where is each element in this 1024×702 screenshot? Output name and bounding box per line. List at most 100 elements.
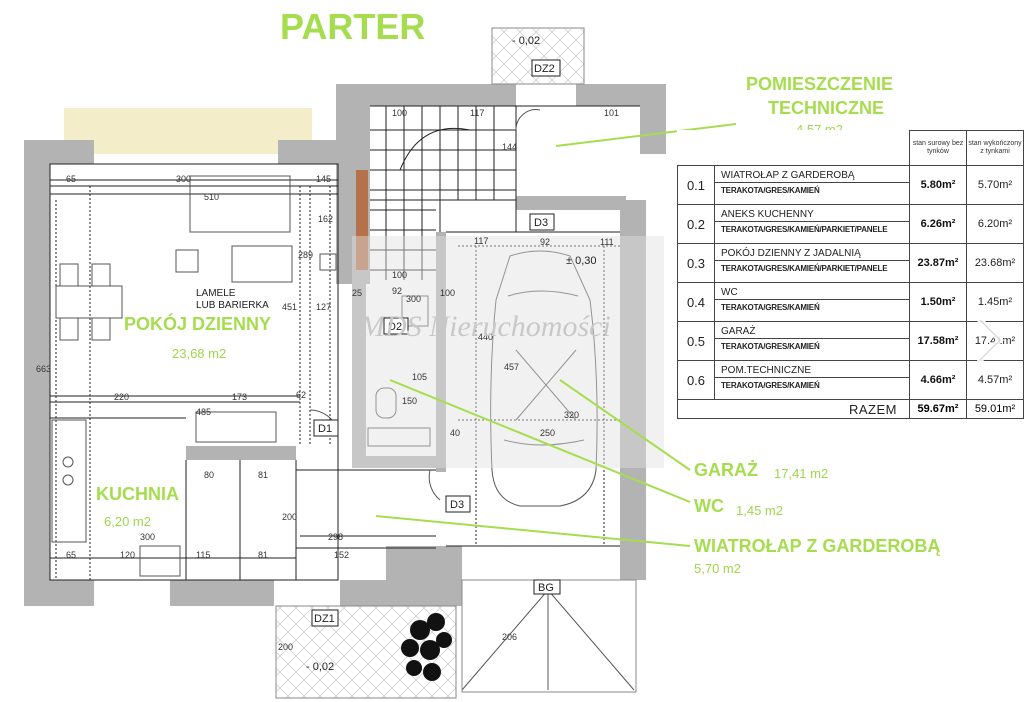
plant-icon: [401, 613, 452, 681]
dimension-label: 152: [334, 550, 349, 560]
row-number: 0.1: [677, 165, 715, 205]
row-raw-area: 4.66m²: [909, 360, 967, 400]
door-label: D3: [534, 217, 548, 229]
dimension-label: 40: [450, 428, 460, 438]
walls: [24, 84, 666, 606]
watermark-box: [352, 236, 664, 468]
dimension-label: 145: [316, 174, 331, 184]
dimension-label: 100: [440, 288, 455, 298]
dimension-label: 162: [318, 214, 333, 224]
dimension-label: 120: [120, 550, 135, 560]
room-wc-name: WC: [694, 496, 724, 516]
dimension-label: 320: [564, 410, 579, 420]
total-label: RAZEM: [677, 399, 910, 419]
row-name-cell: WIATROŁAP Z GARDEROBĄ TERAKOTA/GRES/KAMIE…: [714, 165, 910, 205]
total-raw: 59.67m²: [909, 399, 967, 419]
door-label: D2: [388, 321, 402, 333]
row-material: TERAKOTA/GRES/KAMIEŃ/PARKIET/PANELE: [721, 264, 888, 273]
room-garage-name: GARAŻ: [694, 460, 758, 480]
chevron-right-icon: [977, 317, 1005, 363]
row-room-name: WIATROŁAP Z GARDEROBĄ: [715, 166, 909, 183]
room-wc-area: 1,45 m2: [736, 503, 783, 518]
row-name-cell: ANEKS KUCHENNY TERAKOTA/GRES/KAMIEŃ/PARKI…: [714, 204, 910, 244]
row-raw-area: 1.50m²: [909, 282, 967, 322]
room-area-table: stan surowy bez tynków stan wykończony z…: [677, 130, 1024, 419]
plan-title: PARTER: [280, 6, 426, 47]
dimension-label: 62: [296, 390, 306, 400]
door-label: BG: [538, 582, 554, 594]
dimension-label: 663: [36, 364, 51, 374]
row-number: 0.6: [677, 360, 715, 400]
next-image-button[interactable]: [968, 310, 1014, 370]
note-line1: LAMELE: [196, 288, 236, 299]
dimension-label: 65: [66, 550, 76, 560]
room-entry-area: 5,70 m2: [694, 561, 741, 576]
dimension-label: 92: [540, 237, 550, 247]
row-room-name: POKÓJ DZIENNY Z JADALNIĄ: [715, 244, 909, 261]
row-finished-area: 6.20m²: [966, 204, 1024, 244]
dimension-label: 81: [258, 550, 268, 560]
garage-drive: [461, 579, 637, 693]
interior-lines: [49, 105, 640, 581]
terrace: [64, 108, 312, 154]
row-raw-area: 6.26m²: [909, 204, 967, 244]
dimension-label: 510: [204, 192, 219, 202]
door-label: DZ2: [534, 63, 555, 75]
dimension-label: 300: [406, 294, 421, 304]
row-room-name: ANEKS KUCHENNY: [715, 205, 909, 222]
row-number: 0.3: [677, 243, 715, 283]
row-raw-area: 23.87m²: [909, 243, 967, 283]
dimension-label: 457: [504, 362, 519, 372]
header-raw: stan surowy bez tynków: [909, 130, 967, 166]
dimension-label: 200: [278, 642, 293, 652]
dimension-label: 127: [316, 302, 331, 312]
dimension-label: 117: [470, 108, 484, 118]
dimension-label: 100: [392, 108, 407, 118]
row-raw-area: 17.58m²: [909, 321, 967, 361]
level-mark: - 0,02: [512, 35, 540, 47]
door-labels: D1 D2 D3 D3 DZ1 DZ2 BG - 0,02 - 0,02 ± 0…: [196, 35, 597, 673]
dimension-label: 300: [140, 532, 155, 542]
dimension-label: 101: [604, 108, 619, 118]
dimension-label: 298: [328, 532, 343, 542]
dimension-label: 451: [282, 302, 297, 312]
dimension-label: 117: [474, 236, 488, 246]
level-mark: ± 0,30: [566, 255, 597, 267]
row-finished-area: 5.70m²: [966, 165, 1024, 205]
dimension-label: 81: [258, 470, 268, 480]
dimension-label: 25: [352, 288, 362, 298]
dimension-label: 100: [392, 270, 407, 280]
dimension-label: 65: [66, 174, 76, 184]
stair-rail: [356, 170, 368, 270]
row-material: TERAKOTA/GRES/KAMIEŃ: [721, 342, 820, 351]
door-label: DZ1: [314, 613, 335, 625]
row-raw-area: 5.80m²: [909, 165, 967, 205]
dimension-label: 173: [232, 392, 247, 402]
dimension-label: 289: [298, 250, 313, 260]
leader-lines: [375, 123, 737, 547]
row-room-name: WC: [715, 283, 909, 300]
row-room-name: POM.TECHNICZNE: [715, 361, 909, 378]
room-kitchen-area: 6,20 m2: [104, 514, 151, 529]
row-number: 0.2: [677, 204, 715, 244]
row-number: 0.5: [677, 321, 715, 361]
row-finished-area: 23.68m²: [966, 243, 1024, 283]
dimension-label: 300: [176, 174, 191, 184]
row-material: TERAKOTA/GRES/KAMIEŃ: [721, 186, 820, 195]
row-name-cell: POKÓJ DZIENNY Z JADALNIĄ TERAKOTA/GRES/KA…: [714, 243, 910, 283]
room-kitchen-name: KUCHNIA: [96, 484, 179, 504]
dimension-label: 111: [600, 237, 614, 247]
dimension-label: 250: [540, 428, 555, 438]
row-material: TERAKOTA/GRES/KAMIEŃ/PARKIET/PANELE: [721, 225, 888, 234]
dimension-label: 220: [114, 392, 129, 402]
